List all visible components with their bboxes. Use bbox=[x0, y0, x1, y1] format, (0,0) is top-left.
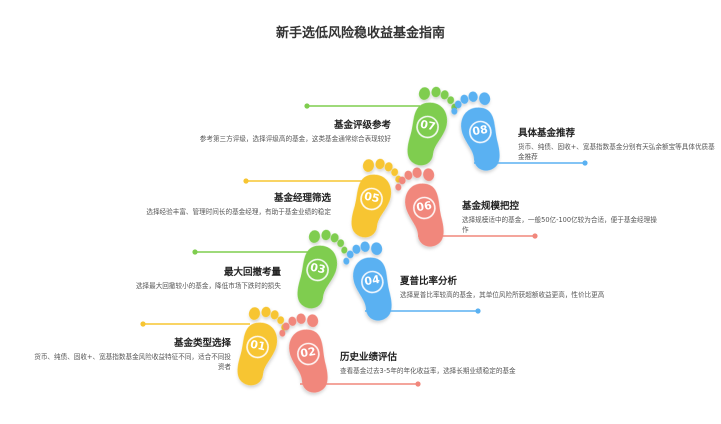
step-04-number: 04 bbox=[363, 273, 381, 289]
step-08-leader-dot bbox=[582, 160, 588, 166]
step-01-heading: 基金类型选择 bbox=[173, 338, 231, 349]
footprint-03 bbox=[297, 229, 348, 309]
step-02-number: 02 bbox=[299, 345, 316, 360]
step-02-text: 历史业绩评估 查看基金过去3-5年的年化收益率，选择长期业绩稳定的基金 bbox=[340, 349, 540, 376]
step-05-leader-dot bbox=[243, 178, 249, 184]
step-04-text: 夏普比率分析 选择夏普比率较高的基金，其单位风险所获超额收益更高，性价比更高 bbox=[400, 273, 605, 300]
step-02-description: 查看基金过去3-5年的年化收益率，选择长期业绩稳定的基金 bbox=[340, 367, 516, 375]
footprint-06 bbox=[395, 167, 444, 247]
step-08-description: 货币、纯债、固收+、宽基指数基金分别有天弘余额宝等具体优质基金推荐 bbox=[518, 143, 715, 161]
step-04-leader-dot bbox=[475, 308, 481, 314]
step-01-number: 01 bbox=[249, 338, 267, 354]
footprint-07 bbox=[407, 86, 458, 166]
step-07-description: 参考第三方评级，选择评级高的基金，这类基金通常综合表现较好 bbox=[199, 135, 391, 143]
step-02-heading: 历史业绩评估 bbox=[340, 352, 398, 363]
step-03-heading: 最大回撤考量 bbox=[223, 267, 281, 278]
step-06-text: 基金规模把控 选择规模适中的基金，一般50亿-100亿较为合适，便于基金经理操作 bbox=[462, 198, 662, 235]
step-05-heading: 基金经理筛选 bbox=[273, 193, 331, 204]
step-05-number: 05 bbox=[363, 190, 381, 206]
step-08-heading: 具体基金推荐 bbox=[518, 128, 576, 139]
footprint-04 bbox=[343, 241, 392, 321]
step-03-text: 最大回撤考量 选择最大回撤较小的基金，降低市场下跌时的损失 bbox=[81, 264, 281, 291]
step-01-text: 基金类型选择 货币、纯债、固收+、宽基指数基金风险收益特征不同，适合不同投资者 bbox=[31, 335, 231, 372]
step-07-leader-dot bbox=[304, 103, 310, 109]
step-05-description: 选择经验丰富、管理时间长的基金经理，有助于基金业绩的稳定 bbox=[146, 208, 331, 216]
step-07-heading: 基金评级参考 bbox=[333, 120, 391, 131]
step-01-leader-dot bbox=[140, 321, 146, 327]
step-06-number: 06 bbox=[415, 199, 433, 215]
step-05-text: 基金经理筛选 选择经验丰富、管理时间长的基金经理，有助于基金业绩的稳定 bbox=[131, 190, 331, 217]
step-03-description: 选择最大回撤较小的基金，降低市场下跌时的损失 bbox=[135, 282, 281, 290]
step-03-number: 03 bbox=[309, 261, 327, 277]
footprint-08 bbox=[451, 91, 500, 171]
footprint-02 bbox=[279, 313, 328, 393]
step-06-description: 选择规模适中的基金，一般50亿-100亿较为合适，便于基金经理操作 bbox=[462, 216, 657, 234]
step-02-leader-dot bbox=[415, 381, 421, 387]
step-03-leader-dot bbox=[192, 249, 198, 255]
step-08-text: 具体基金推荐 货币、纯债、固收+、宽基指数基金分别有天弘余额宝等具体优质基金推荐 bbox=[518, 125, 718, 162]
footprint-05 bbox=[351, 158, 402, 238]
step-06-leader-dot bbox=[532, 233, 538, 239]
step-04-heading: 夏普比率分析 bbox=[400, 276, 458, 287]
page-title: 新手选低风险稳收益基金指南 bbox=[275, 26, 445, 41]
step-07-text: 基金评级参考 参考第三方评级，选择评级高的基金，这类基金通常综合表现较好 bbox=[191, 117, 391, 144]
step-04-description: 选择夏普比率较高的基金，其单位风险所获超额收益更高，性价比更高 bbox=[400, 291, 605, 299]
step-07-number: 07 bbox=[419, 118, 437, 134]
step-01-description: 货币、纯债、固收+、宽基指数基金风险收益特征不同，适合不同投资者 bbox=[34, 353, 231, 371]
step-06-heading: 基金规模把控 bbox=[462, 201, 520, 212]
step-08-number: 08 bbox=[471, 123, 488, 138]
